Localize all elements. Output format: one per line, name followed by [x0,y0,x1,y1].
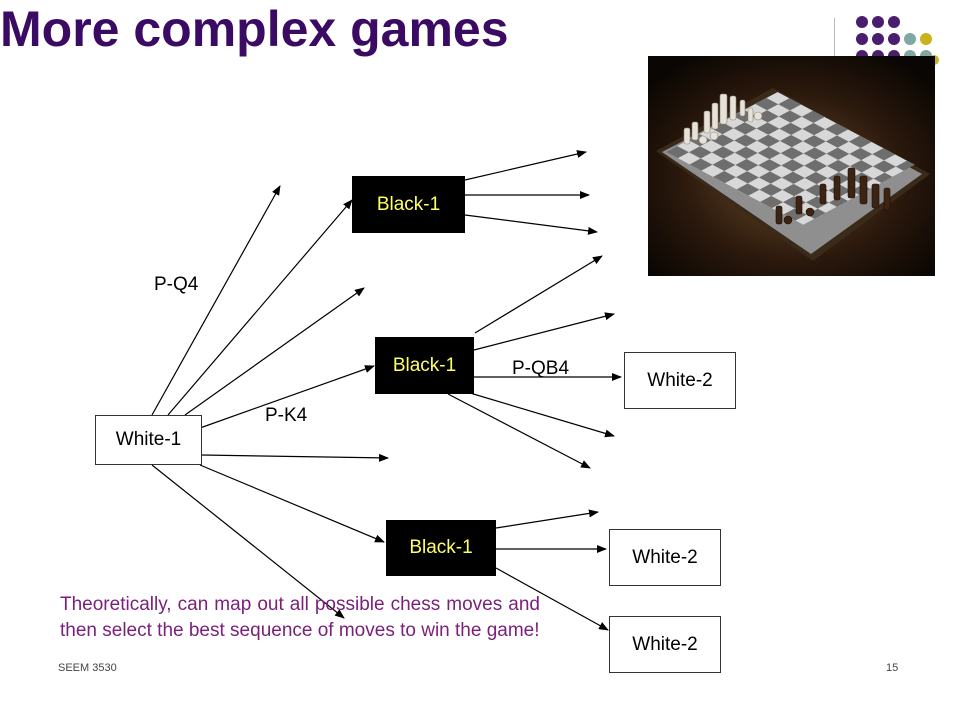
node-white-1: White-1 [95,415,202,465]
node-white-2-mid: White-2 [624,352,736,409]
page-number: 15 [886,662,899,674]
edge-white1-3 [184,287,365,416]
edge-white1-5 [201,453,389,462]
edge-p-k4 [199,365,375,429]
node-white-2-bottom-2: White-2 [609,616,721,673]
node-label: White-2 [632,546,698,568]
caption-text: Theoretically, can map out all possible … [60,594,540,641]
edge-white1-7 [151,464,345,619]
node-black-bottom: Black-1 [386,520,496,576]
node-label: White-2 [632,633,698,655]
node-white-2-bottom-1: White-2 [609,529,721,586]
edge-label-p-q4: P-Q4 [154,274,199,295]
node-label: White-2 [647,369,713,391]
edge-label-p-k4: P-K4 [265,405,308,426]
node-label: Black-1 [392,354,457,376]
node-label: Black-1 [376,193,441,215]
node-black-mid: Black-1 [375,337,474,394]
edge-to-black-top [167,199,353,416]
node-label: Black-1 [409,537,473,558]
footer-course-code: SEEM 3530 [58,662,117,674]
node-label: White-1 [115,429,182,450]
edge-p-q4 [151,185,281,416]
slide-title: More complex games [0,1,509,57]
edge-to-black-bottom [199,464,385,543]
chessboard-photo [648,56,935,276]
edge-label-p-qb4: P-QB4 [512,358,570,379]
node-black-top: Black-1 [352,176,465,233]
